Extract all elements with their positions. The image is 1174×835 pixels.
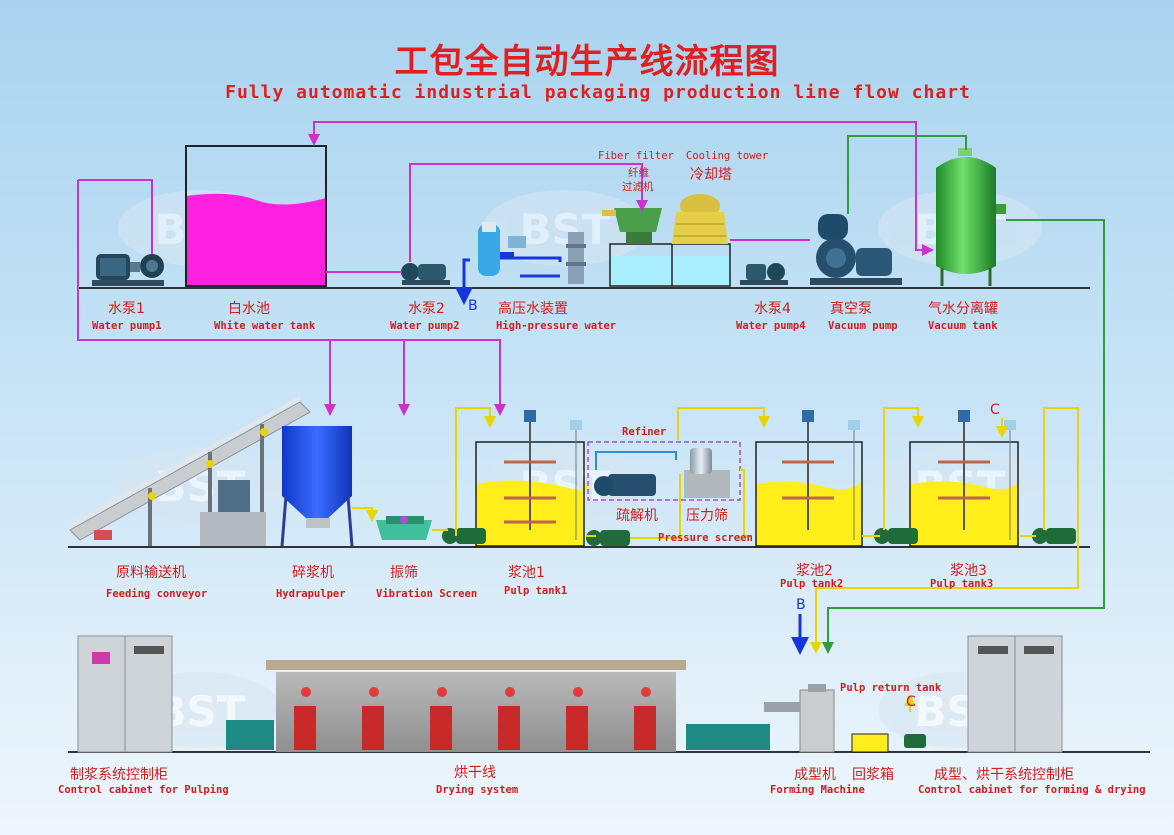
label-pulp-tank3-en: Pulp tank3 — [930, 578, 994, 590]
vacuum-pump-icon — [810, 214, 902, 285]
feeding-conveyor-icon — [69, 396, 311, 546]
label-vacuum-tank-cn: 气水分离罐 — [928, 301, 998, 317]
label-feeding-conveyor-cn: 原料输送机 — [116, 565, 186, 581]
label-water-pump2-cn: 水泵2 — [408, 301, 445, 317]
label-forming-machine-en: Forming Machine — [770, 784, 865, 796]
label-drying-system-en: Drying system — [436, 784, 519, 796]
label-water-pump4-en: Water pump4 — [736, 320, 806, 332]
label-refiner-en: Refiner — [622, 426, 667, 438]
label-fiber-filter-cn: 纤维 — [628, 167, 649, 179]
label-high-pressure-cn: 高压水装置 — [498, 301, 568, 317]
forming-machine-icon — [764, 684, 835, 753]
label-pulp-tank1-cn: 浆池1 — [508, 565, 545, 581]
label-forming-machine-cn: 成型机 — [794, 767, 836, 783]
label-fiber-filter-cn2: 过滤机 — [622, 181, 654, 193]
label-vibration-screen-en: Vibration Screen — [376, 588, 478, 600]
fiber-filter-icon — [602, 208, 662, 244]
label-vacuum-tank-en: Vacuum tank — [928, 320, 998, 332]
label-cooling-tower-en: Cooling tower — [686, 150, 769, 162]
label-drying-system-cn: 烘干线 — [454, 765, 496, 781]
vibration-screen-icon — [352, 507, 432, 540]
water-pump-1-icon — [92, 254, 164, 286]
magenta-pipes — [77, 121, 934, 416]
yellow-pipes — [432, 407, 1079, 712]
vacuum-tank-icon — [936, 148, 1006, 286]
label-water-pump4-cn: 水泵4 — [754, 301, 791, 317]
pulp-return-box-icon — [851, 733, 926, 753]
label-vacuum-pump-cn: 真空泵 — [830, 301, 872, 317]
label-control-pulping-cn: 制浆系统控制柜 — [70, 767, 168, 783]
water-pump-4-icon — [740, 263, 788, 285]
label-water-pump2-en: Water pump2 — [390, 320, 460, 332]
pulp-pumps — [442, 528, 1076, 546]
refiner-group — [587, 441, 741, 501]
label-hydrapulper-cn: 碎浆机 — [292, 565, 334, 581]
marker-b-row3: B — [796, 597, 806, 613]
water-pump-2-icon — [401, 263, 450, 285]
water-basin — [609, 243, 731, 287]
pulp-tank-1 — [475, 410, 589, 547]
green-pipes — [822, 135, 1105, 654]
label-water-pump1-en: Water pump1 — [92, 320, 162, 332]
label-vibration-screen-cn: 振筛 — [390, 565, 418, 581]
hydrapulper-icon — [280, 426, 354, 547]
label-control-pulping-en: Control cabinet for Pulping — [58, 784, 229, 796]
label-pulp-tank2-cn: 浆池2 — [796, 563, 833, 579]
label-cooling-tower-cn: 冷却塔 — [690, 167, 732, 183]
label-vacuum-pump-en: Vacuum pump — [828, 320, 898, 332]
control-cabinet-forming-icon — [967, 635, 1063, 753]
label-white-water-tank-en: White water tank — [214, 320, 316, 332]
cooling-tower-icon — [672, 194, 728, 244]
drying-line-icon — [226, 660, 770, 752]
label-pulp-return-en: Pulp return tank — [840, 682, 942, 694]
label-fiber-filter-en: Fiber filter — [598, 150, 674, 162]
label-control-forming-en: Control cabinet for forming & drying — [918, 784, 1146, 796]
label-white-water-tank-cn: 白水池 — [228, 301, 270, 317]
marker-c-row2: C — [990, 402, 1000, 418]
label-pressure-screen-cn: 压力筛 — [686, 508, 728, 524]
pulp-tank-2 — [755, 410, 863, 547]
label-pressure-screen-en: Pressure screen — [658, 532, 753, 544]
label-pulp-return-cn: 回浆箱 — [852, 767, 894, 783]
control-cabinet-pulping-icon — [77, 635, 173, 753]
svg-text:BST: BST — [520, 205, 611, 254]
label-water-pump1-cn: 水泵1 — [108, 301, 145, 317]
page-subtitle: Fully automatic industrial packaging pro… — [225, 82, 971, 103]
label-high-pressure-en: High-pressure water — [496, 320, 617, 332]
label-pulp-tank2-en: Pulp tank2 — [780, 578, 844, 590]
page-title: 工包全自动生产线流程图 — [394, 42, 780, 82]
label-pulp-tank3-cn: 浆池3 — [950, 563, 987, 579]
white-water-tank — [185, 145, 327, 287]
label-feeding-conveyor-en: Feeding conveyor — [106, 588, 208, 600]
high-pressure-water-unit — [455, 222, 586, 305]
marker-b-row1: B — [468, 298, 478, 314]
marker-c-row3: C — [906, 694, 916, 710]
label-refiner-cn: 疏解机 — [616, 508, 658, 524]
label-hydrapulper-en: Hydrapulper — [276, 588, 346, 600]
label-pulp-tank1-en: Pulp tank1 — [504, 585, 568, 597]
label-control-forming-cn: 成型、烘干系统控制柜 — [934, 767, 1074, 783]
pulp-tank-3 — [909, 410, 1019, 547]
